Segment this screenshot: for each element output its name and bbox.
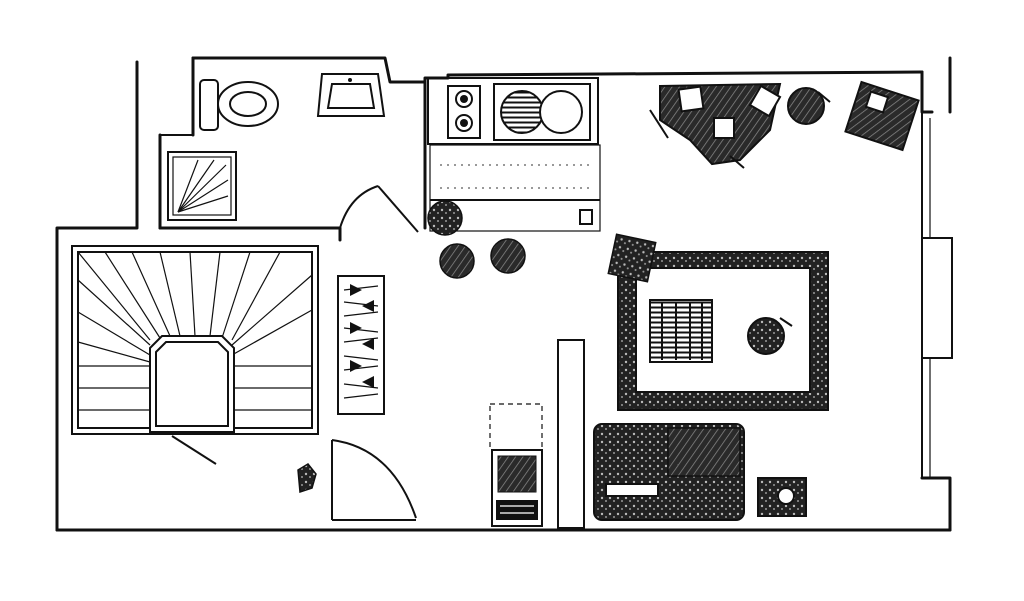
toilet bbox=[199, 79, 279, 131]
entrance-door-swing bbox=[331, 439, 417, 519]
stair-treads bbox=[77, 251, 313, 411]
stove bbox=[447, 85, 481, 139]
chimney-wall bbox=[557, 339, 585, 529]
stool bbox=[490, 238, 526, 274]
wall-bathroom-bottom bbox=[158, 226, 342, 242]
living-room bbox=[593, 80, 920, 521]
kitchen-door-swing bbox=[339, 185, 379, 229]
plant bbox=[297, 463, 317, 494]
coffee-table bbox=[649, 299, 713, 363]
stool bbox=[747, 317, 793, 355]
washbasin bbox=[316, 73, 386, 117]
sink bbox=[493, 83, 591, 141]
side-table bbox=[757, 477, 807, 517]
walls bbox=[55, 56, 953, 532]
coat-rack bbox=[337, 275, 385, 415]
staircase bbox=[71, 245, 319, 465]
kitchen bbox=[339, 77, 601, 279]
shower bbox=[167, 151, 237, 221]
wall-left-upper bbox=[55, 60, 139, 532]
wall-right-top bbox=[920, 70, 934, 114]
wall-bathroom bbox=[191, 56, 924, 84]
entrance bbox=[297, 275, 417, 521]
stool bbox=[439, 243, 475, 279]
wall-right-bottom bbox=[920, 476, 952, 532]
stair-well bbox=[149, 335, 235, 433]
side-table bbox=[787, 87, 831, 125]
sofa bbox=[593, 423, 745, 521]
wall-right-pier bbox=[921, 237, 953, 359]
armchair bbox=[844, 80, 920, 152]
rug bbox=[607, 233, 829, 411]
bathroom bbox=[167, 73, 386, 221]
plant bbox=[427, 200, 463, 236]
kitchen-worktop bbox=[429, 144, 601, 232]
fireplace bbox=[489, 403, 543, 527]
fridge bbox=[579, 209, 593, 225]
dining-table bbox=[649, 82, 782, 169]
